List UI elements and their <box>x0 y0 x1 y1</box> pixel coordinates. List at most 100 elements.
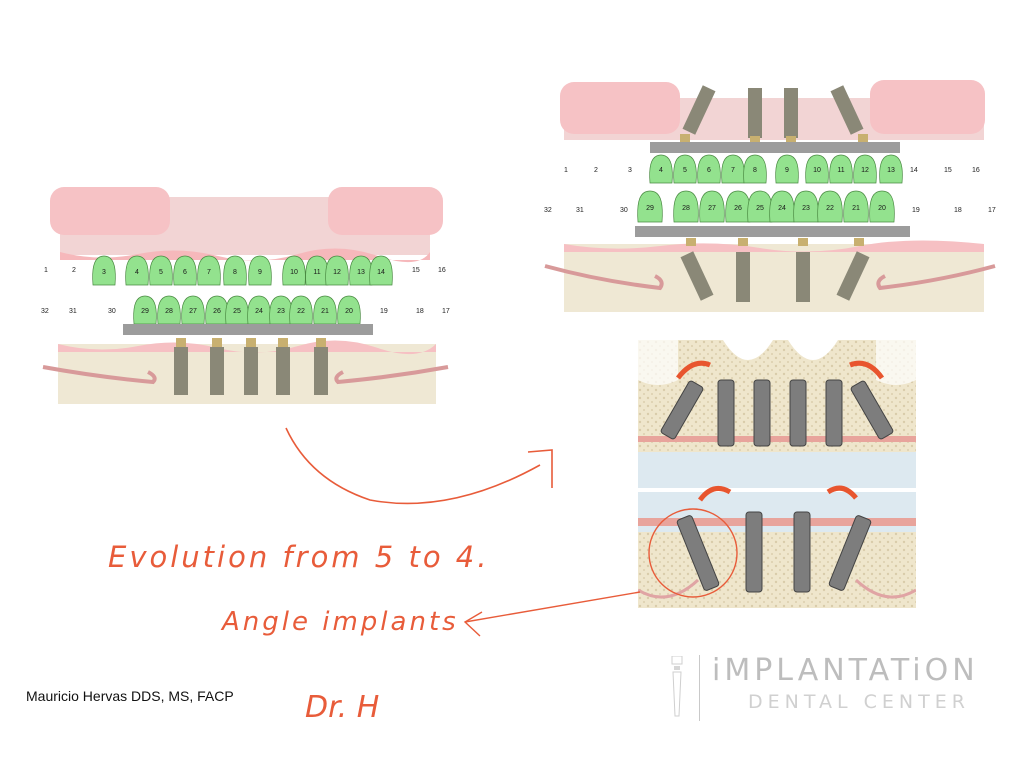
tooth-number: 24 <box>778 205 786 212</box>
abutment <box>176 338 186 347</box>
upper-gum-right <box>328 187 443 235</box>
annotation-line-2: Angle implants <box>222 607 459 637</box>
tooth <box>133 295 157 325</box>
tooth-position-number: 2 <box>72 267 76 274</box>
tooth <box>289 295 313 325</box>
tooth-number: 26 <box>213 308 221 315</box>
upper-bar <box>650 142 900 153</box>
tooth <box>649 154 673 184</box>
arrow-head <box>527 449 553 488</box>
implant <box>244 347 258 395</box>
oral-space <box>638 452 916 488</box>
tooth <box>325 255 349 286</box>
tooth <box>248 255 272 286</box>
tooth-number: 28 <box>682 205 690 212</box>
tooth <box>149 255 173 286</box>
upper-section-implants <box>660 379 894 447</box>
tooth <box>197 255 221 286</box>
lower-implants <box>680 238 870 302</box>
rotate-arrow-upper-right <box>849 360 885 380</box>
logo-divider <box>699 655 700 721</box>
implant <box>174 347 188 395</box>
lower-section-implants <box>676 511 872 593</box>
tooth-number: 12 <box>333 269 341 276</box>
tooth-number: 5 <box>683 167 687 174</box>
tooth-position-number: 3 <box>628 167 632 174</box>
abutment <box>212 338 222 347</box>
tooth <box>817 190 843 223</box>
tooth-number: 4 <box>135 269 139 276</box>
abutment <box>246 338 256 347</box>
tooth <box>843 190 869 223</box>
implant <box>210 347 224 395</box>
tooth-number: 29 <box>646 205 654 212</box>
logo-subtitle: DENTAL CENTER <box>748 691 970 713</box>
upper-gum-left <box>560 82 680 134</box>
tooth-number: 23 <box>802 205 810 212</box>
tooth <box>92 255 116 286</box>
tooth-number: 20 <box>878 205 886 212</box>
tooth-number: 7 <box>207 269 211 276</box>
tooth <box>699 190 725 223</box>
tooth <box>157 295 181 325</box>
tooth <box>769 190 795 223</box>
tooth-number: 5 <box>159 269 163 276</box>
tooth-position-number: 1 <box>44 267 48 274</box>
logo-title: iMPLANTATiON <box>712 653 979 688</box>
tooth-number: 3 <box>102 269 106 276</box>
tooth-position-number: 32 <box>41 308 49 315</box>
tooth <box>223 255 247 286</box>
tooth-number: 26 <box>734 205 742 212</box>
tooth-position-number: 16 <box>438 267 446 274</box>
tooth-position-number: 19 <box>912 207 920 214</box>
tooth-position-number: 15 <box>412 267 420 274</box>
tooth-number: 22 <box>826 205 834 212</box>
pointer-line <box>464 591 641 623</box>
tooth-number: 8 <box>753 167 757 174</box>
tooth-number: 7 <box>731 167 735 174</box>
tooth <box>313 295 337 325</box>
lower-bar <box>635 226 910 237</box>
tooth <box>173 255 197 286</box>
tooth <box>337 295 361 325</box>
abutment <box>316 338 326 347</box>
tooth-number: 21 <box>852 205 860 212</box>
highlight-circle <box>648 508 738 598</box>
tooth-position-number: 15 <box>944 167 952 174</box>
tooth-number: 10 <box>813 167 821 174</box>
tooth-number: 20 <box>345 308 353 315</box>
implant <box>314 347 328 395</box>
tooth <box>793 190 819 223</box>
lower-bone <box>564 244 984 312</box>
tooth <box>181 295 205 325</box>
tooth-number: 9 <box>258 269 262 276</box>
tooth <box>869 190 895 223</box>
tooth <box>125 255 149 286</box>
tooth-position-number: 32 <box>544 207 552 214</box>
tooth-number: 12 <box>861 167 869 174</box>
pointer-arrow-head <box>463 611 483 637</box>
tooth <box>775 154 799 184</box>
tooth-number: 8 <box>233 269 237 276</box>
curved-arrow <box>285 427 541 505</box>
annotation-line-1: Evolution from 5 to 4. <box>108 540 490 574</box>
tooth-number: 6 <box>183 269 187 276</box>
tooth-number: 27 <box>708 205 716 212</box>
tooth <box>369 255 393 286</box>
tooth-position-number: 31 <box>69 308 77 315</box>
tooth-number: 28 <box>165 308 173 315</box>
tooth-position-number: 30 <box>620 207 628 214</box>
tooth-position-number: 1 <box>564 167 568 174</box>
implant-logo-icon <box>671 656 683 717</box>
tooth-position-number: 16 <box>972 167 980 174</box>
tooth-number: 25 <box>233 308 241 315</box>
tooth-number: 24 <box>255 308 263 315</box>
implants <box>174 338 328 395</box>
tooth <box>282 255 306 286</box>
tooth-position-number: 18 <box>954 207 962 214</box>
